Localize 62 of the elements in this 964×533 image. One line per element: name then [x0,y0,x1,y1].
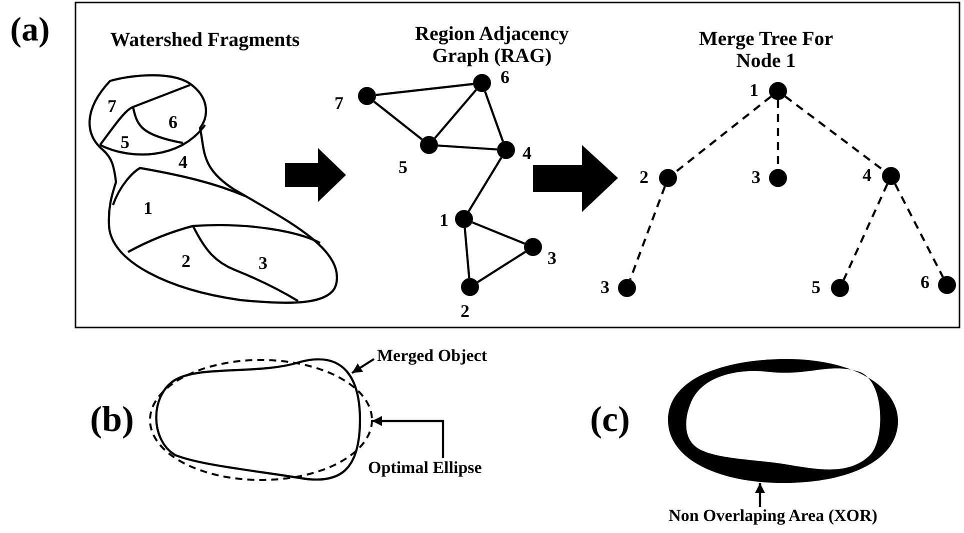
tree-edge [784,96,884,172]
graph-node-dot [497,141,515,159]
panel-label: (a) [10,11,50,49]
region-number: 6 [168,113,178,133]
graph-node-dot [420,136,438,154]
graph-node-dot [659,169,677,187]
xor-ring-drawing [668,359,898,483]
callout-text: Optimal Ellipse [368,459,482,478]
node-number: 6 [920,273,930,293]
node-number: 3 [548,249,556,269]
region-number: 7 [108,97,116,117]
node-number: 6 [500,68,510,88]
graph-node-dot [882,167,900,185]
graph-node-dot [358,87,376,105]
region-number: 1 [144,199,152,219]
node-number: 1 [440,211,448,231]
leader-line [755,483,765,507]
panel-heading: Merge Tree For Node 1 [698,28,834,72]
graph-node-dot [524,238,542,256]
leader-line [372,416,444,458]
callout-text: Merged Object [377,347,487,366]
leader-line [351,358,375,374]
node-number: 5 [812,278,820,298]
node-number: 7 [334,94,344,114]
node-number: 3 [600,278,610,298]
graph-edge [472,221,526,245]
tree-edge [894,184,944,278]
graph-edge [464,228,470,278]
graph-edge [376,82,474,96]
graph-node-dot [769,82,787,100]
graph-node-dot [473,74,491,92]
graph-node-dot [618,279,636,297]
node-number: 1 [750,81,758,101]
graph-node-dot [461,278,479,296]
region-number: 2 [182,252,190,272]
graph-node-dot [831,279,849,297]
node-number: 2 [460,302,470,322]
graph-node-dot [938,276,956,294]
graph-node-dot [455,210,473,228]
node-number: 4 [862,166,872,186]
panel-heading: Watershed Fragments [110,29,300,51]
graph-edge [477,250,526,284]
region-number: 4 [178,153,188,173]
graph-edge [434,89,477,139]
graph-edge [438,144,498,151]
node-number: 4 [522,144,532,164]
tree-edge [842,184,888,280]
panel-label: (b) [90,400,134,440]
node-number: 3 [752,168,760,188]
tree-edge [629,186,666,280]
node-number: 5 [398,158,408,178]
node-number: 2 [640,168,648,188]
panel-label: (c) [590,400,630,440]
graph-edge [484,91,504,142]
region-number: 5 [120,133,130,153]
region-number: 3 [258,254,268,274]
graph-edge [468,157,502,212]
graph-edge [373,100,423,140]
graph-node-dot [769,169,787,187]
panel-heading: Region Adjacency Graph (RAG) [414,23,570,67]
tree-edge [674,96,772,174]
callout-text: Non Overlaping Area (XOR) [668,507,878,526]
